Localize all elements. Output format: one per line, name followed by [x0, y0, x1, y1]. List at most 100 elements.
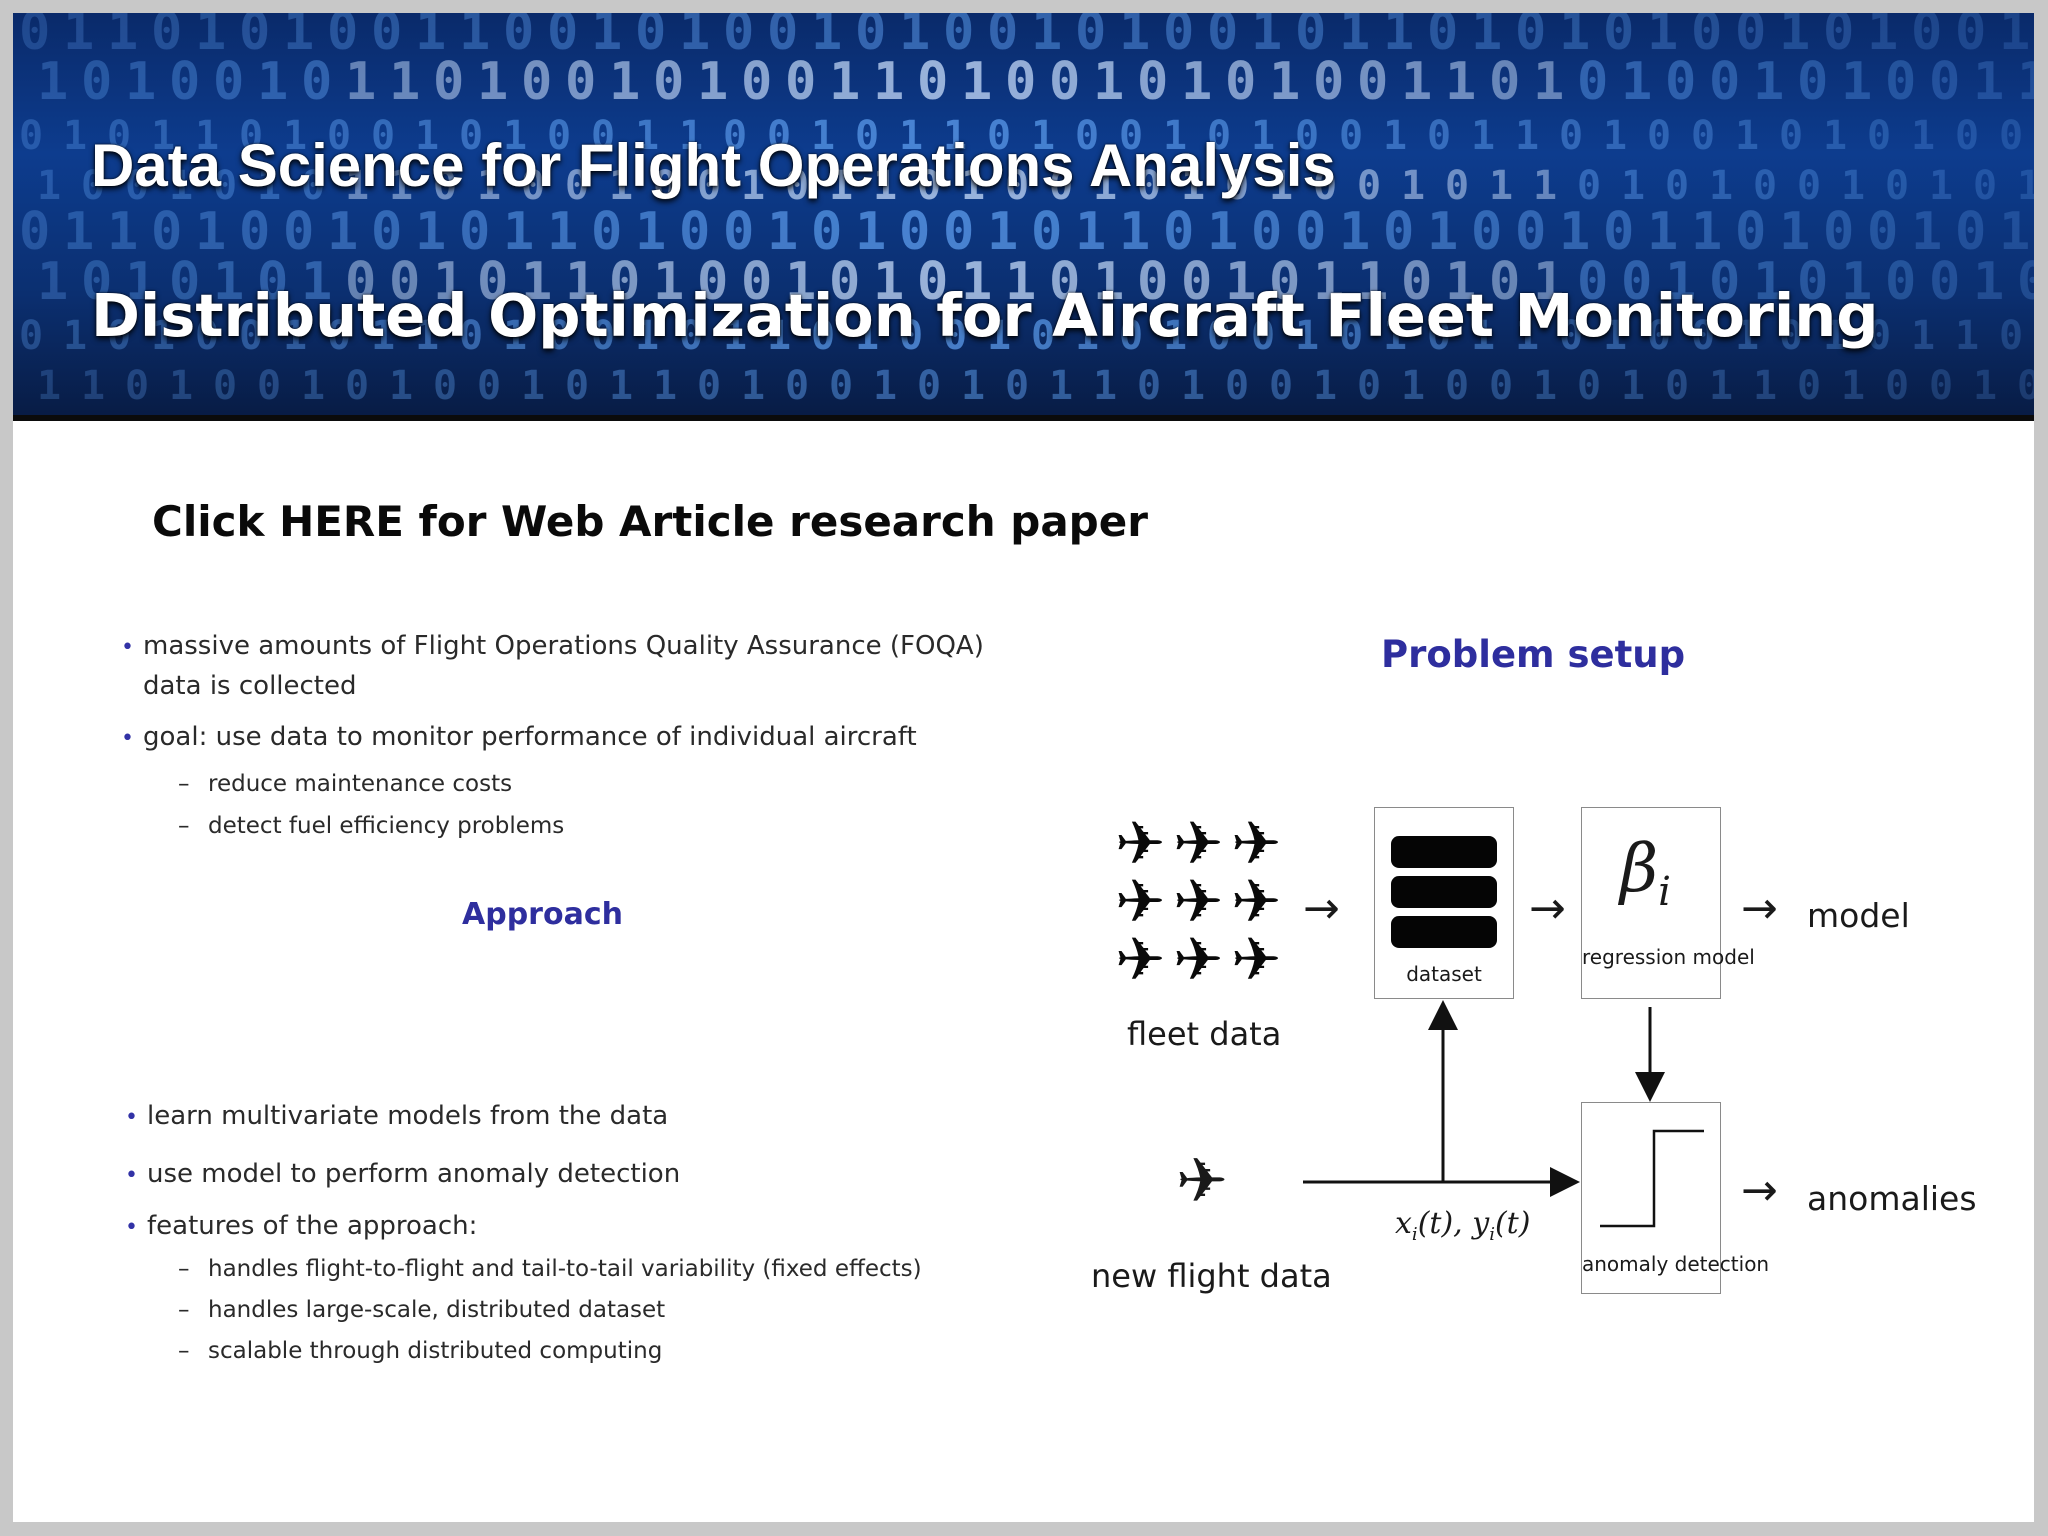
dataset-label: dataset	[1406, 962, 1482, 986]
binary-digit: 0	[213, 52, 244, 112]
binary-digit: 1	[1603, 313, 1627, 359]
binary-digit: 1	[107, 202, 138, 262]
binary-digit: 0	[1427, 113, 1451, 159]
binary-digit: 0	[785, 52, 816, 112]
binary-digit: 0	[1691, 13, 1722, 62]
binary-digit: 0	[1929, 252, 1960, 312]
binary-digit: 1	[1911, 202, 1942, 262]
binary-digit: 0	[1137, 252, 1168, 312]
binary-digit: 0	[371, 113, 395, 159]
sub-bullet-text: handles large-scale, distributed dataset	[208, 1297, 666, 1323]
binary-digit: 1	[1401, 163, 1425, 209]
binary-digit: 0	[1577, 163, 1601, 209]
binary-digit: 0	[899, 202, 930, 262]
binary-digit: 0	[1357, 52, 1388, 112]
binary-digit: 1	[1251, 113, 1275, 159]
binary-digit: 1	[1031, 113, 1055, 159]
binary-digit: 0	[679, 202, 710, 262]
new-flight-plane-icon: ✈	[1176, 1144, 1228, 1217]
binary-digit: 0	[213, 163, 237, 209]
binary-digit: 1	[477, 52, 508, 112]
binary-digit: 1	[107, 13, 138, 62]
binary-digit: 0	[1577, 252, 1608, 312]
plane-icon: ✈	[1231, 809, 1282, 879]
binary-digit: 0	[1489, 252, 1520, 312]
binary-digit: 0	[257, 252, 288, 312]
binary-digit: 0	[1005, 52, 1036, 112]
binary-digit: 0	[1137, 363, 1161, 409]
binary-digit: 1	[2017, 52, 2034, 112]
binary-digit: 0	[1181, 252, 1212, 312]
binary-digit: 1	[371, 313, 395, 359]
plane-icon: ✈	[1173, 867, 1224, 937]
binary-digit: 1	[811, 113, 835, 159]
binary-digit: 1	[151, 313, 175, 359]
binary-digit: 1	[151, 113, 175, 159]
binary-digit: 0	[1955, 202, 1986, 262]
binary-digit: 0	[1119, 113, 1143, 159]
binary-digit: 0	[169, 252, 200, 312]
web-article-link[interactable]: Click HERE for Web Article research pape…	[152, 497, 1148, 546]
binary-digit: 0	[107, 113, 131, 159]
binary-digit: 1	[1295, 313, 1319, 359]
banner-subtitle: Distributed Optimization for Aircraft Fl…	[91, 281, 1879, 350]
binary-digit: 0	[591, 113, 615, 159]
binary-digit: 1	[961, 163, 985, 209]
binary-digit: 1	[125, 52, 156, 112]
binary-digit: 1	[1999, 13, 2030, 62]
arrow-icon: →	[1303, 883, 1340, 934]
binary-digit: 1	[1779, 13, 1810, 62]
binary-digit: 0	[1427, 13, 1458, 62]
binary-digit: 1	[1471, 313, 1495, 359]
binary-digit: 0	[459, 113, 483, 159]
binary-digit: 1	[987, 202, 1018, 262]
binary-digit: 1	[547, 202, 578, 262]
binary-digit: 0	[1137, 52, 1168, 112]
binary-digit: 0	[1339, 313, 1363, 359]
binary-digit: 1	[811, 13, 842, 62]
binary-digit: 0	[1797, 252, 1828, 312]
binary-digit: 0	[301, 52, 332, 112]
binary-digit: 0	[723, 13, 754, 62]
binary-digit: 1	[1665, 252, 1696, 312]
binary-digit: 1	[1621, 52, 1652, 112]
binary-digit: 1	[635, 313, 659, 359]
binary-digit: 1	[873, 163, 897, 209]
binary-digit: 1	[1621, 163, 1645, 209]
binary-digit: 1	[1383, 13, 1414, 62]
binary-digit: 0	[1955, 13, 1986, 62]
binary-digit: 1	[257, 163, 281, 209]
binary-digit: 0	[1005, 363, 1029, 409]
binary-digit: 0	[565, 363, 589, 409]
binary-digit: 0	[1559, 113, 1583, 159]
binary-digit: 1	[741, 363, 765, 409]
binary-digit: 1	[1031, 13, 1062, 62]
bullet-dot: •	[125, 1163, 138, 1188]
binary-digit: 1	[591, 13, 622, 62]
binary-digit: 1	[169, 363, 193, 409]
binary-digit: 0	[1577, 52, 1608, 112]
binary-digit: 0	[1709, 52, 1740, 112]
binary-digit: 0	[1603, 202, 1634, 262]
binary-digit: 0	[943, 202, 974, 262]
binary-digit: 0	[591, 202, 622, 262]
binary-digit: 1	[1313, 252, 1344, 312]
binary-digit: 1	[943, 113, 967, 159]
binary-digit: 0	[1911, 13, 1942, 62]
binary-digit: 1	[1621, 363, 1645, 409]
binary-digit: 0	[1999, 313, 2023, 359]
binary-digit: 1	[415, 313, 439, 359]
binary-digit: 1	[1049, 363, 1073, 409]
binary-digit: 1	[855, 313, 879, 359]
binary-digit: 0	[1665, 363, 1689, 409]
binary-digit: 1	[1119, 13, 1150, 62]
binary-digit: 1	[1119, 202, 1150, 262]
binary-digit: 0	[1269, 363, 1293, 409]
binary-digit: 0	[125, 363, 149, 409]
binary-digit: 0	[1735, 202, 1766, 262]
binary-digit: 1	[1911, 113, 1935, 159]
bullet-anomaly: •use model to perform anomaly detection	[125, 1155, 680, 1195]
binary-digit: 0	[1885, 52, 1916, 112]
banner-title: Data Science for Flight Operations Analy…	[91, 132, 1336, 199]
binary-digit: 0	[2017, 252, 2034, 312]
